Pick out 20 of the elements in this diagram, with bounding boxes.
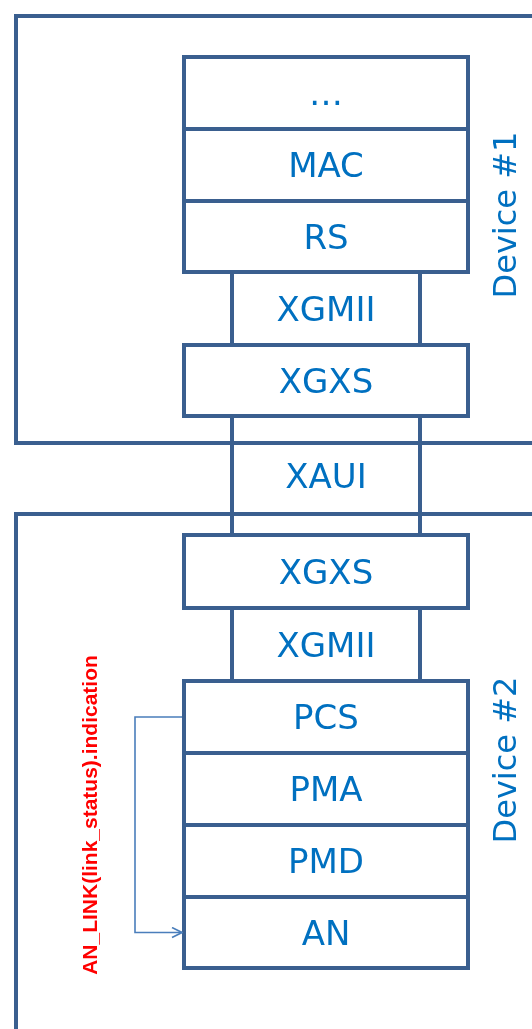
layer-label: PMD [287,844,365,878]
layer-label: PMA [288,772,364,806]
layer-label: XGMII [275,291,377,326]
layer-label: RS [302,219,350,254]
layer-box [182,533,470,610]
layer-label: AN [300,915,352,950]
edge-label: AN_LINK(link_status).indication [78,654,100,975]
device-frame [14,14,532,445]
layer-label: PCS [292,700,360,734]
layer-label: XGXS [277,554,375,589]
layer-box [182,343,470,418]
layer-label: … [308,76,344,110]
layer-label: XAUI [284,458,368,493]
layer-label: XGMII [275,627,377,662]
layer-label: XGXS [277,363,375,398]
device-frame [14,512,532,1029]
layer-label: MAC [287,148,365,182]
device-label: Device #1 [489,131,521,299]
arrow [134,716,183,939]
device-label: Device #2 [489,676,521,844]
